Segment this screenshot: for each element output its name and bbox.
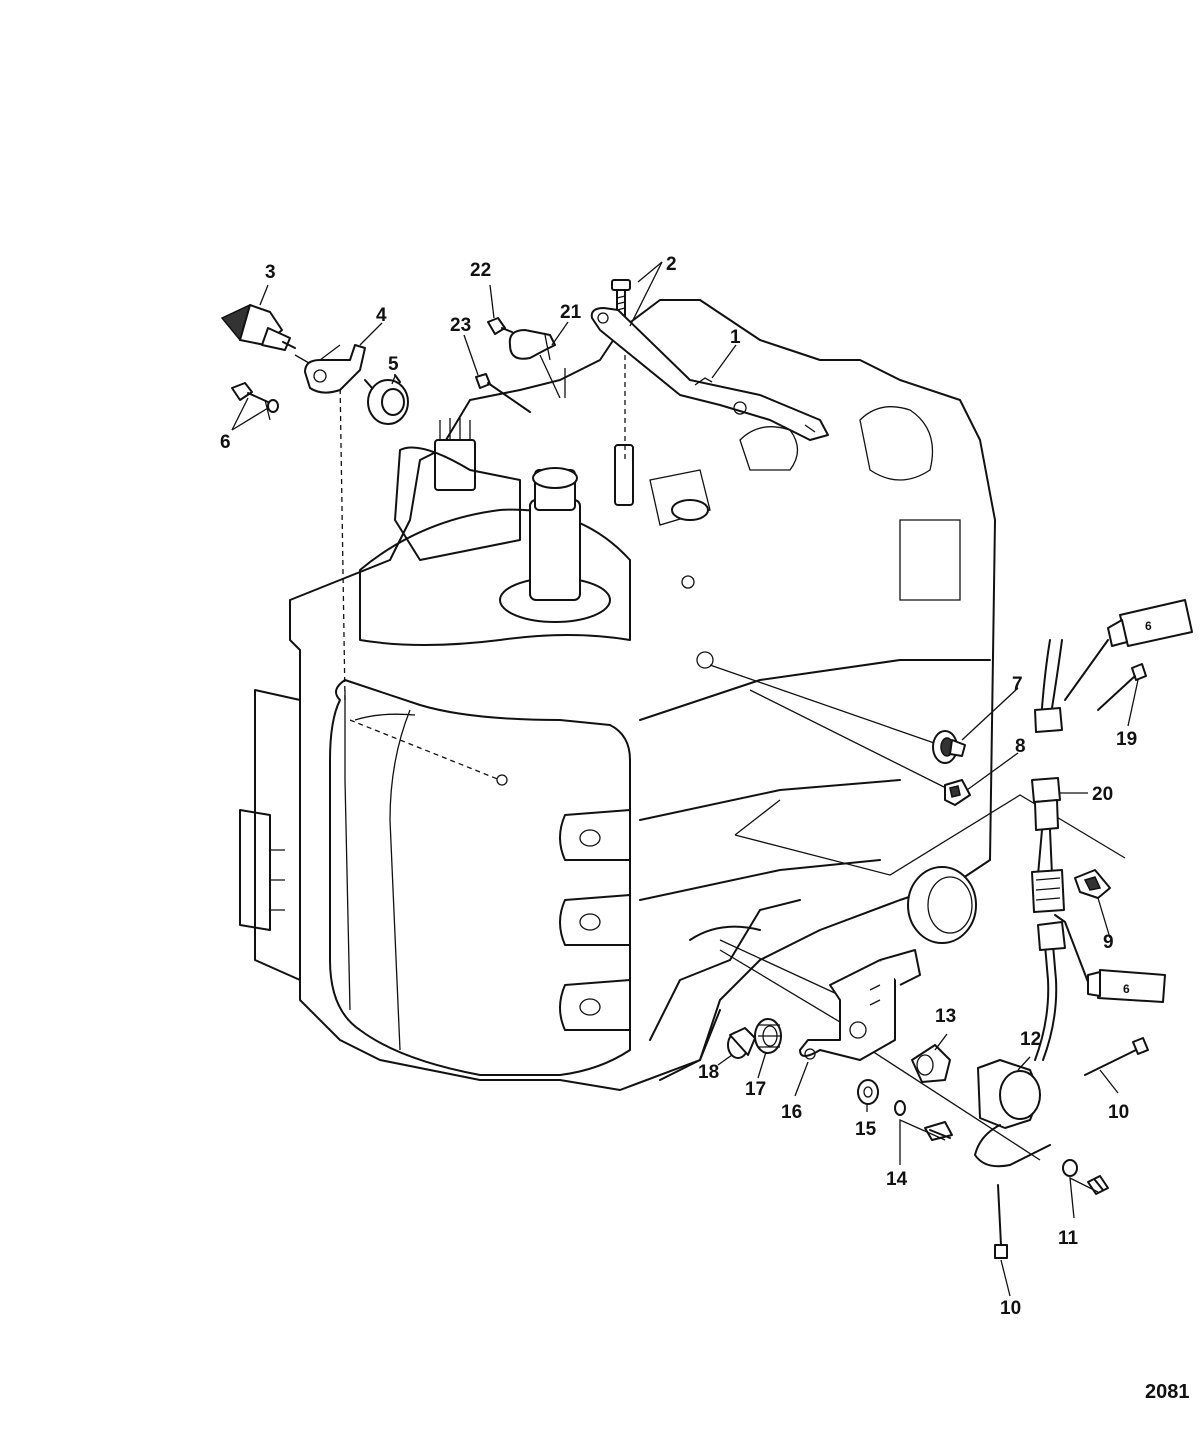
part-5-grommet xyxy=(364,374,409,425)
part-14-screw-washer xyxy=(894,1100,953,1141)
callout-10-bottom: 10 xyxy=(1000,1298,1021,1319)
callout-3: 3 xyxy=(265,262,276,283)
callout-18: 18 xyxy=(698,1062,719,1083)
part-23-cable-tie xyxy=(475,373,531,413)
part-11-screw-washer xyxy=(1062,1159,1109,1195)
callout-11: 11 xyxy=(1058,1228,1079,1249)
part-4-clip xyxy=(304,344,366,394)
part-21-clip xyxy=(508,329,556,361)
part-22-screw xyxy=(487,317,513,335)
part-9-clip xyxy=(1074,869,1111,899)
callout-5: 5 xyxy=(388,354,399,375)
callout-9: 9 xyxy=(1103,932,1114,953)
part-7-sensor xyxy=(932,730,966,764)
figure-number: 2081 xyxy=(1145,1381,1190,1403)
callout-21: 21 xyxy=(560,302,582,323)
callout-10-right: 10 xyxy=(1108,1102,1129,1123)
part-17-grommet xyxy=(754,1018,782,1054)
callout-23: 23 xyxy=(450,315,471,336)
callout-14: 14 xyxy=(886,1169,908,1190)
callout-22: 22 xyxy=(470,260,491,281)
sealant-tube-lower: 6 xyxy=(1054,914,1166,1003)
tube-label-lower: 6 xyxy=(1123,982,1130,996)
part-18-sleeve xyxy=(727,1027,756,1059)
sealant-tube-upper: 6 xyxy=(1064,599,1193,701)
part-12-coil xyxy=(974,921,1066,1168)
callout-leaders xyxy=(231,261,1139,1297)
callout-7: 7 xyxy=(1012,674,1023,695)
part-3-temperature-sensor xyxy=(220,304,296,351)
part-6-screw-washer xyxy=(231,382,279,413)
part-19-cable-tie xyxy=(1097,663,1147,711)
callout-16: 16 xyxy=(781,1102,802,1123)
callout-8: 8 xyxy=(1015,736,1026,757)
callout-6: 6 xyxy=(220,432,231,453)
callout-2: 2 xyxy=(666,254,677,275)
callout-12: 12 xyxy=(1020,1029,1041,1050)
callout-labels: 1 2 3 4 5 6 7 8 9 10 10 11 12 13 14 15 1… xyxy=(220,254,1137,1319)
callout-13: 13 xyxy=(935,1006,956,1027)
part-15-washer xyxy=(857,1079,879,1105)
part-20-harness xyxy=(1031,639,1065,913)
callout-20: 20 xyxy=(1092,784,1113,805)
part-13-clip xyxy=(911,1044,951,1083)
engine-block xyxy=(239,299,996,1091)
tube-label-upper: 6 xyxy=(1145,619,1152,633)
callout-15: 15 xyxy=(855,1119,877,1140)
part-10-cable-ties xyxy=(994,1037,1149,1259)
callout-19: 19 xyxy=(1116,729,1137,750)
part-16-bracket xyxy=(799,949,921,1061)
callout-17: 17 xyxy=(745,1079,766,1100)
part-1-bracket-plate xyxy=(590,307,829,441)
callout-4: 4 xyxy=(376,305,387,326)
callout-1: 1 xyxy=(730,327,741,348)
part-8-clip xyxy=(944,779,971,806)
